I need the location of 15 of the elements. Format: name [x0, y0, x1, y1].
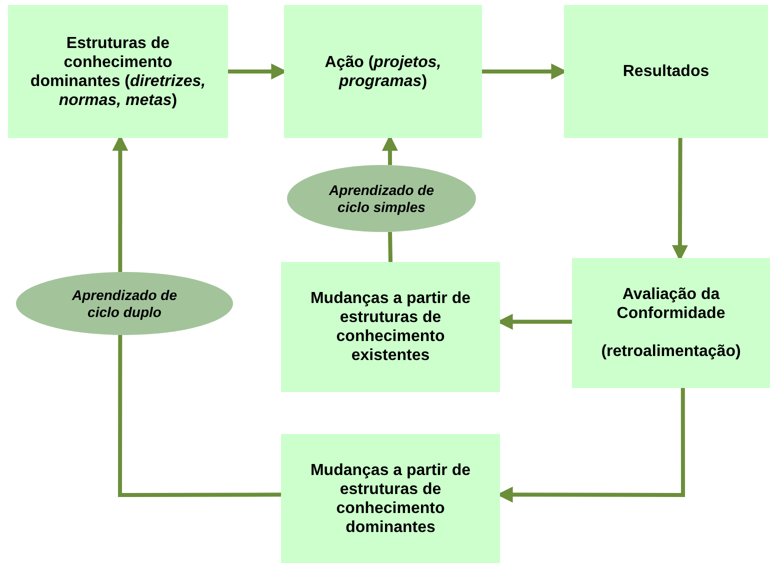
box-text: Ação (projetos, programas) — [324, 52, 442, 90]
process-box — [8, 5, 228, 138]
box-text: Estruturas de conhecimento dominantes (diretrizes, normas, metas) — [30, 34, 206, 110]
process-box — [572, 258, 770, 388]
box-text: Mudanças a partir de estruturas de conhecimento dominantes — [309, 460, 472, 536]
box-text: Resultados — [622, 62, 710, 81]
ellipse-label: Aprendizado de ciclo duplo — [70, 286, 178, 320]
ellipse-label: Aprendizado de ciclo simples — [328, 182, 435, 216]
process-box — [564, 5, 768, 138]
box-text: Mudanças a partir de estruturas de conhecimento existentes — [309, 289, 472, 365]
box-text: Avaliação da Conformidade — [616, 285, 726, 323]
process-box — [284, 5, 482, 138]
process-box — [281, 262, 500, 392]
process-box — [281, 434, 500, 563]
box-text: (retroalimentação) — [601, 342, 741, 361]
